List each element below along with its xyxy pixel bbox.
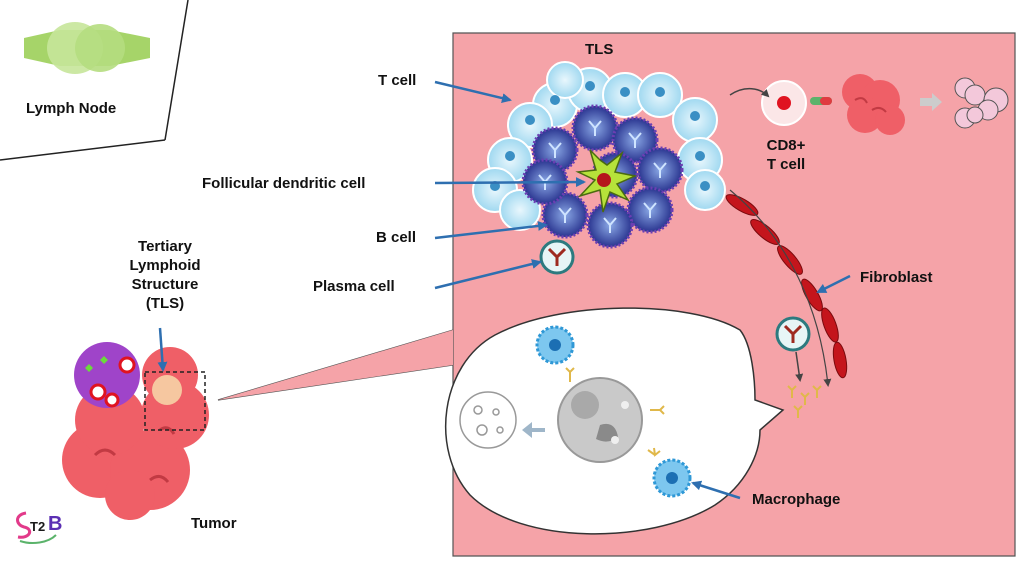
dying-tumor-cells (954, 77, 1009, 129)
follicular-dendritic-cell (575, 149, 638, 213)
tls-full-label: Tertiary Lymphoid Structure (TLS) (120, 237, 210, 313)
fibroblasts (725, 194, 848, 379)
tumor-label: Tumor (191, 515, 237, 532)
macrophage-large (557, 377, 643, 463)
tls-full-line-3: Structure (131, 276, 199, 293)
tumor-overview (62, 342, 209, 520)
follicular-dendritic-cell-label: Follicular dendritic cell (202, 175, 366, 192)
tls-zoom-box (144, 371, 206, 431)
drug-capsule (810, 97, 832, 105)
tls-full-line-4: (TLS) (145, 295, 185, 312)
logo-swoosh (16, 511, 57, 544)
tls-label: TLS (585, 41, 614, 58)
tumor-cell-target (842, 74, 905, 135)
cd8-line-1: CD8+ (766, 137, 806, 154)
cd8-t-cell-label: CD8+ T cell (754, 136, 818, 174)
tls-full-line-1: Tertiary (138, 238, 192, 255)
fibroblast-label: Fibroblast (860, 269, 933, 286)
logo-letter: B (48, 513, 63, 535)
logo-text: T2 (30, 519, 46, 534)
macrophage-cells (535, 325, 692, 498)
plasma-cell (539, 239, 575, 275)
macrophage-label: Macrophage (752, 491, 841, 508)
st2b-logo: T2 B (12, 505, 62, 545)
t-cell-cluster (472, 61, 726, 231)
tls-overview-arrow (157, 327, 168, 372)
cd8-t-cell (761, 80, 807, 126)
label-arrows (434, 80, 851, 500)
tls-full-line-2: Lymphoid (129, 257, 201, 274)
b-cell-label: B cell (376, 229, 417, 246)
plasma-cell-secreting (775, 316, 822, 418)
phagocytosis-arrow (522, 422, 545, 438)
plasma-cell-label: Plasma cell (313, 278, 395, 295)
dead-cell-outline (459, 391, 517, 449)
lymph-node-panel (0, 0, 189, 161)
lymph-node-label: Lymph Node (26, 100, 117, 117)
transition-arrow (920, 93, 942, 111)
t-cell-label: T cell (378, 72, 417, 89)
cd8-line-2: T cell (766, 156, 806, 173)
lymph-node-icon (24, 22, 150, 74)
